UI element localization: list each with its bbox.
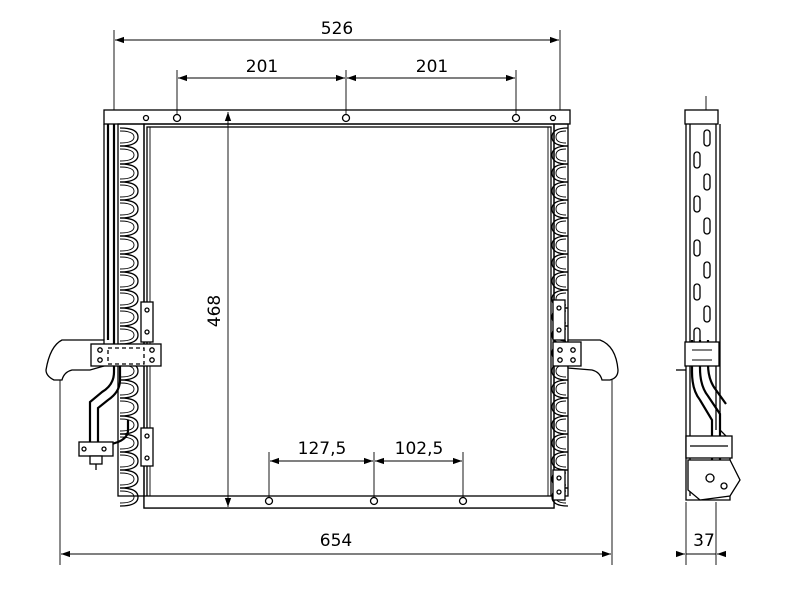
- bottom-rail: [143, 495, 555, 509]
- left-refrigerant-pipe: [78, 124, 130, 470]
- bottom-mounting-holes: [264, 496, 468, 506]
- dim-depth: 37: [693, 531, 715, 551]
- dim-mount-spacing-left: 201: [246, 57, 278, 77]
- dim-mount-spacing-right: 201: [416, 57, 448, 77]
- dimension-lines: [59, 30, 613, 565]
- dim-overall-top-width: 526: [321, 19, 353, 39]
- dim-bottom-spacing-right: 102,5: [395, 439, 444, 459]
- front-view: 526 201 201 468 127,5 102,5 654: [45, 19, 619, 565]
- dim-core-height: 468: [205, 295, 225, 327]
- left-header-tank: [117, 123, 145, 507]
- right-bracket: [552, 299, 619, 501]
- dim-bottom-spacing-left: 127,5: [298, 439, 347, 459]
- side-view: 37: [676, 96, 741, 565]
- left-bracket: [45, 301, 162, 467]
- top-mounting-holes: [142, 113, 557, 123]
- dim-overall-bracket-width: 654: [320, 531, 352, 551]
